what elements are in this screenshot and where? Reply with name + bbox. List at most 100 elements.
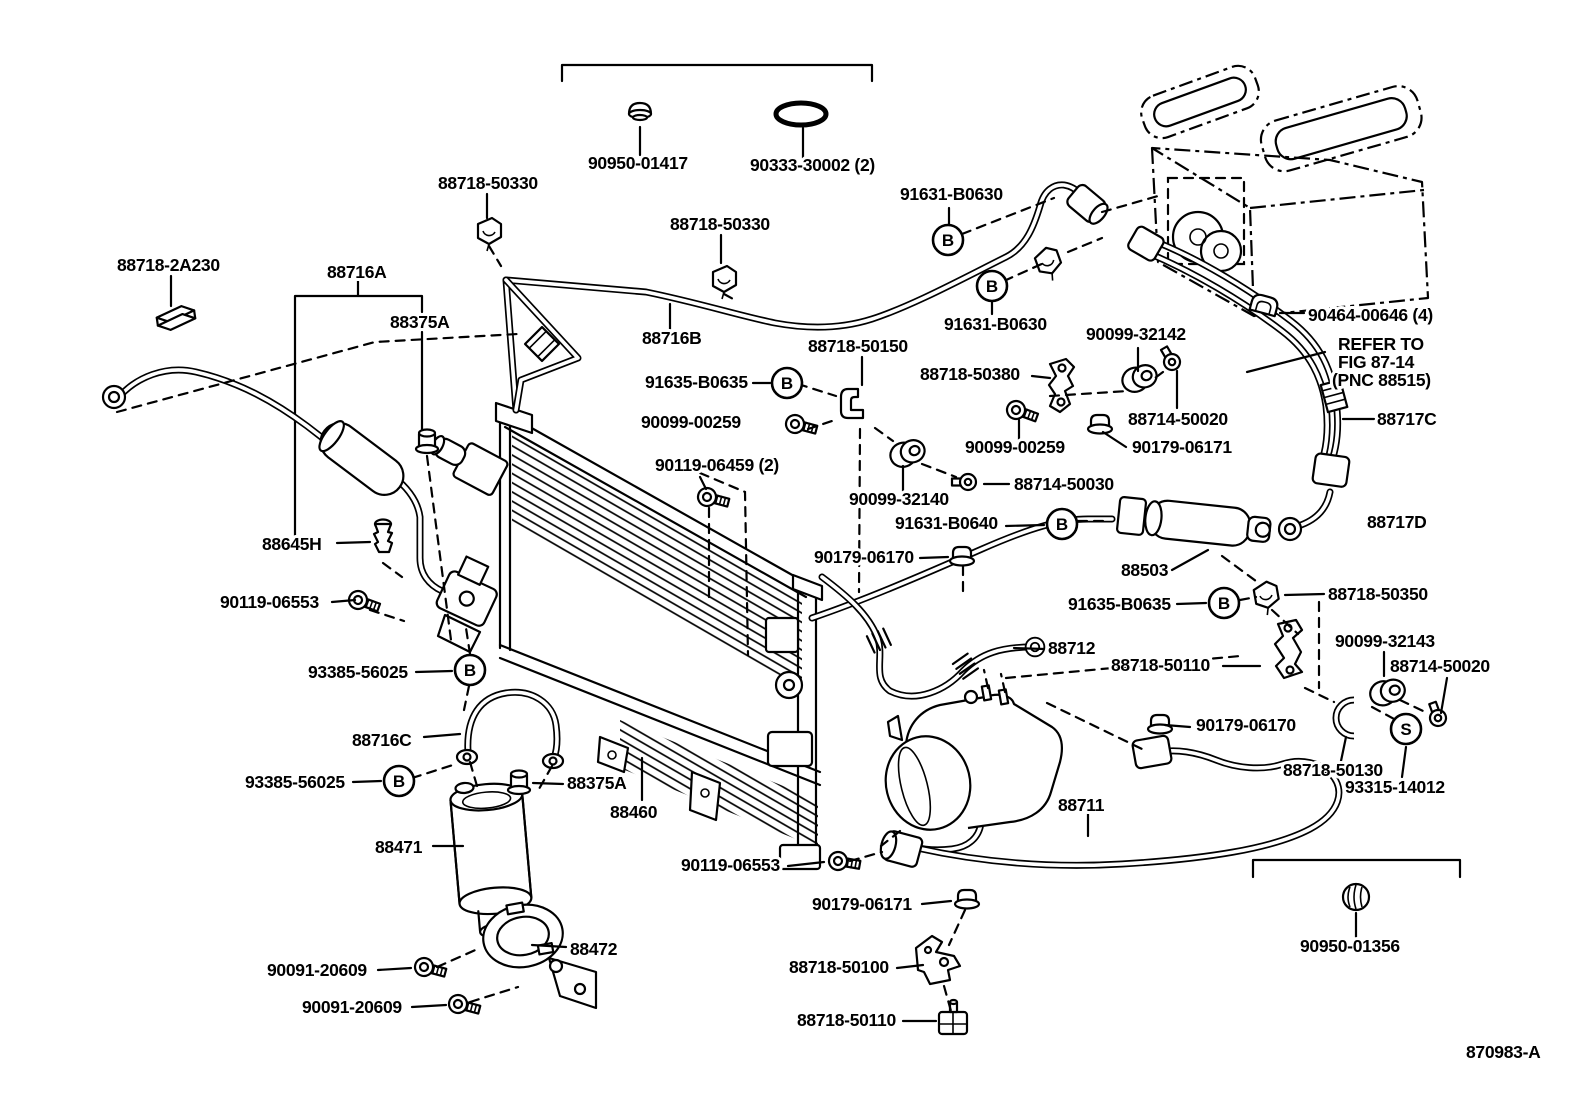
part-label: 93315-14012 [1345, 777, 1445, 797]
evaporator-unit-drawing [1140, 64, 1430, 318]
component-88503 [1116, 495, 1272, 547]
callout-B: B [453, 653, 487, 687]
part-label: 88712 [1048, 638, 1096, 658]
nut-icon [953, 888, 981, 910]
bolt-icon [1003, 397, 1041, 428]
refer-note-line: (PNC 88515) [1332, 370, 1431, 390]
part-label: 90099-32142 [1086, 324, 1186, 344]
part-label: 88717D [1367, 512, 1427, 532]
part-label: 91631-B0630 [944, 314, 1047, 334]
callout-B: B [975, 269, 1009, 303]
part-label: 91635-B0635 [1068, 594, 1171, 614]
part-label: 88716B [642, 328, 702, 348]
part-label: 88460 [610, 802, 658, 822]
part-label: 88375A [390, 312, 450, 332]
part-label: 90099-32140 [849, 489, 949, 509]
part-label: 88716A [327, 262, 387, 282]
grommet-icon [1341, 882, 1371, 912]
clamp-icon [1251, 579, 1283, 618]
part-label: 88472 [570, 939, 618, 959]
part-label: 88718-50330 [438, 173, 538, 193]
part-label: 90950-01417 [588, 153, 688, 173]
svg-text:S: S [1400, 720, 1411, 739]
part-label: 90091-20609 [302, 997, 402, 1017]
pipe-flange [101, 384, 127, 410]
part-label: 90091-20609 [267, 960, 367, 980]
clip-icon [154, 303, 198, 333]
svg-text:B: B [942, 231, 954, 250]
refer-note-line: REFER TO [1338, 334, 1424, 354]
cushion-icon [1366, 674, 1409, 710]
hose-clamp-icon [1332, 696, 1355, 740]
part-label: 90179-06170 [1196, 715, 1296, 735]
part-label: 88711 [1058, 795, 1105, 815]
callout-B: B [770, 366, 804, 400]
nut-icon [948, 545, 976, 567]
part-label: 88714-50020 [1128, 409, 1228, 429]
part-label: 91631-B0630 [900, 184, 1003, 204]
part-label: 88718-50150 [808, 336, 908, 356]
alignment-dashes [115, 194, 1425, 1013]
part-label: 90179-06171 [812, 894, 912, 914]
bolt-icon [445, 991, 483, 1020]
svg-text:B: B [1218, 594, 1230, 613]
part-label: 90950-01356 [1300, 936, 1400, 956]
receiver-drier-drawing [449, 781, 533, 939]
part-label: 90099-00259 [641, 412, 741, 432]
bracket-icon [937, 998, 969, 1036]
part-label: 90099-00259 [965, 437, 1065, 457]
callout-B: B [931, 223, 965, 257]
part-label: 88718-50330 [670, 214, 770, 234]
oring-icon [776, 103, 826, 125]
pipe-flange [1277, 516, 1303, 542]
grommet-icon [414, 428, 440, 455]
pipes-and-hoses [101, 181, 1351, 869]
cushion-icon [1117, 359, 1162, 397]
part-label: 88716C [352, 730, 412, 750]
small-parts [154, 101, 1450, 1036]
tube-clamp-icon [839, 387, 865, 420]
clamp-icon [1031, 243, 1067, 285]
part-label: 88471 [375, 837, 423, 857]
part-label: 88718-50130 [1283, 760, 1383, 780]
part-label: 91631-B0640 [895, 513, 998, 533]
svg-text:B: B [781, 374, 793, 393]
svg-text:B: B [464, 661, 476, 680]
bracket-icon [914, 934, 962, 986]
part-label: 90119-06553 [681, 855, 780, 875]
part-label: 90099-32143 [1335, 631, 1435, 651]
part-label: 88645H [262, 534, 322, 554]
part-label: 88718-50110 [797, 1010, 896, 1030]
svg-text:B: B [986, 277, 998, 296]
bolt-icon [1155, 343, 1185, 375]
part-label: 88714-50030 [1014, 474, 1114, 494]
grommet-icon [506, 769, 532, 796]
part-label: 90179-06170 [814, 547, 914, 567]
callout-B: B [1207, 586, 1241, 620]
part-label: 88718-2A230 [117, 255, 220, 275]
part-label: 88717C [1377, 409, 1437, 429]
refer-note-line: FIG 87-14 [1338, 352, 1415, 372]
part-label: 88503 [1121, 560, 1169, 580]
bolt-icon [694, 484, 732, 513]
part-label: 90119-06553 [220, 592, 319, 612]
callout-B: B [382, 764, 416, 798]
bracket-icon [1047, 357, 1076, 414]
callout-circles: B B B B B B B S [382, 223, 1423, 798]
leader-lines [169, 125, 1449, 1023]
part-label: 90119-06459 (2) [655, 455, 779, 475]
bolt-icon [782, 411, 820, 440]
part-label: 88714-50020 [1390, 656, 1490, 676]
part-label: 90464-00646 (4) [1308, 305, 1433, 325]
part-label: 93385-56025 [245, 772, 345, 792]
cap-icon [627, 101, 653, 122]
svg-text:B: B [1056, 515, 1068, 534]
part-label: 91635-B0635 [645, 372, 748, 392]
drawing-number: 870983-A [1466, 1042, 1541, 1062]
part-label: 88718-50110 [1111, 655, 1210, 675]
bracket-icon [1273, 618, 1304, 680]
part-label: 88375A [567, 773, 627, 793]
